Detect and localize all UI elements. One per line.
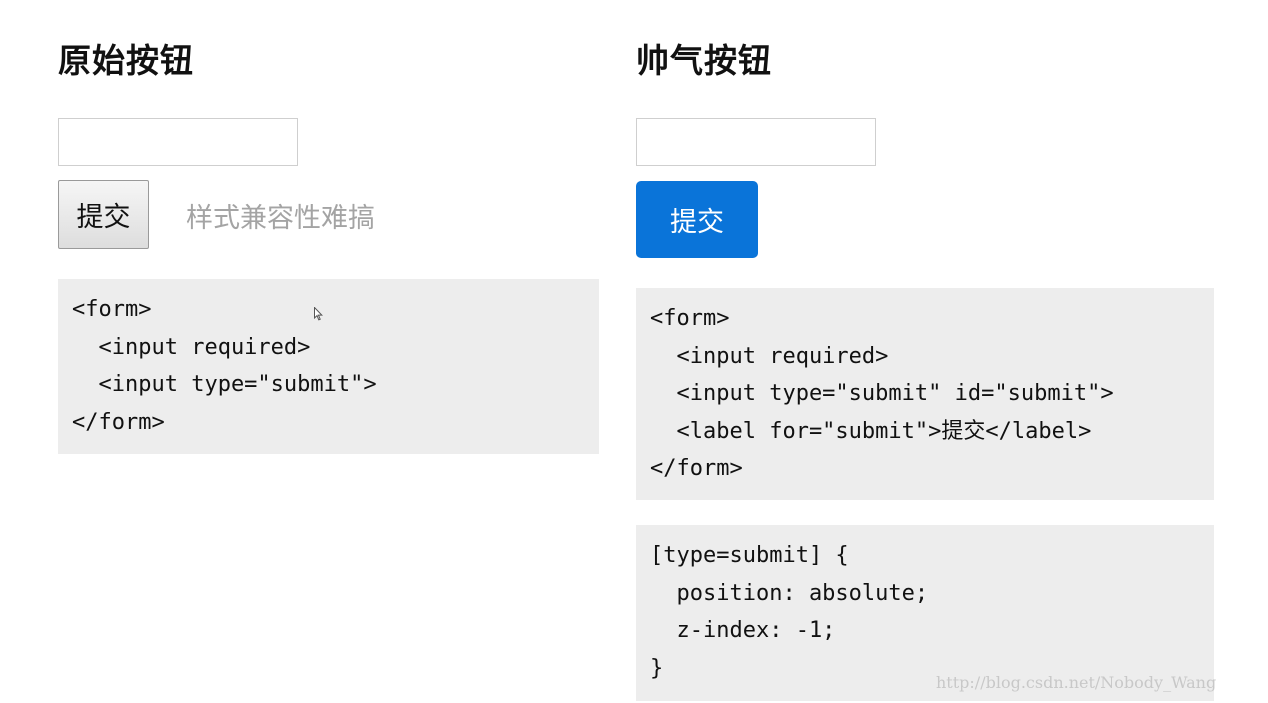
code-line: <form>: [72, 297, 152, 322]
styled-button-title: 帅气按钮: [636, 41, 772, 80]
watermark-url: http://blog.csdn.net/Nobody_Wang: [936, 673, 1217, 692]
compatibility-note: 样式兼容性难搞: [186, 203, 375, 234]
mouse-pointer-icon: [314, 307, 323, 321]
original-submit-button[interactable]: 提交: [58, 180, 149, 249]
styled-text-input[interactable]: [636, 118, 876, 166]
code-line: <input required>: [650, 343, 889, 369]
code-line: [type=submit] {: [650, 543, 849, 568]
original-html-code-block: <form> <input required> <input type="sub…: [58, 279, 599, 454]
code-line: <label for="submit">提交</label>: [650, 418, 1092, 444]
code-line: <input type="submit" id="submit">: [650, 381, 1114, 406]
code-line: position: absolute;: [650, 580, 929, 606]
original-button-title: 原始按钮: [58, 41, 194, 80]
styled-html-code-block: <form> <input required> <input type="sub…: [636, 288, 1214, 500]
code-line: <input required>: [72, 334, 311, 360]
styled-css-code-block: [type=submit] { position: absolute; z-in…: [636, 525, 1214, 701]
code-line: }: [650, 655, 664, 681]
code-line: </form>: [650, 456, 743, 481]
code-line: <input type="submit">: [72, 372, 377, 397]
code-line: <form>: [650, 306, 730, 331]
original-text-input[interactable]: [58, 118, 298, 166]
styled-submit-button[interactable]: 提交: [636, 181, 758, 258]
code-line: z-index: -1;: [650, 618, 836, 643]
code-line: </form>: [72, 409, 165, 435]
